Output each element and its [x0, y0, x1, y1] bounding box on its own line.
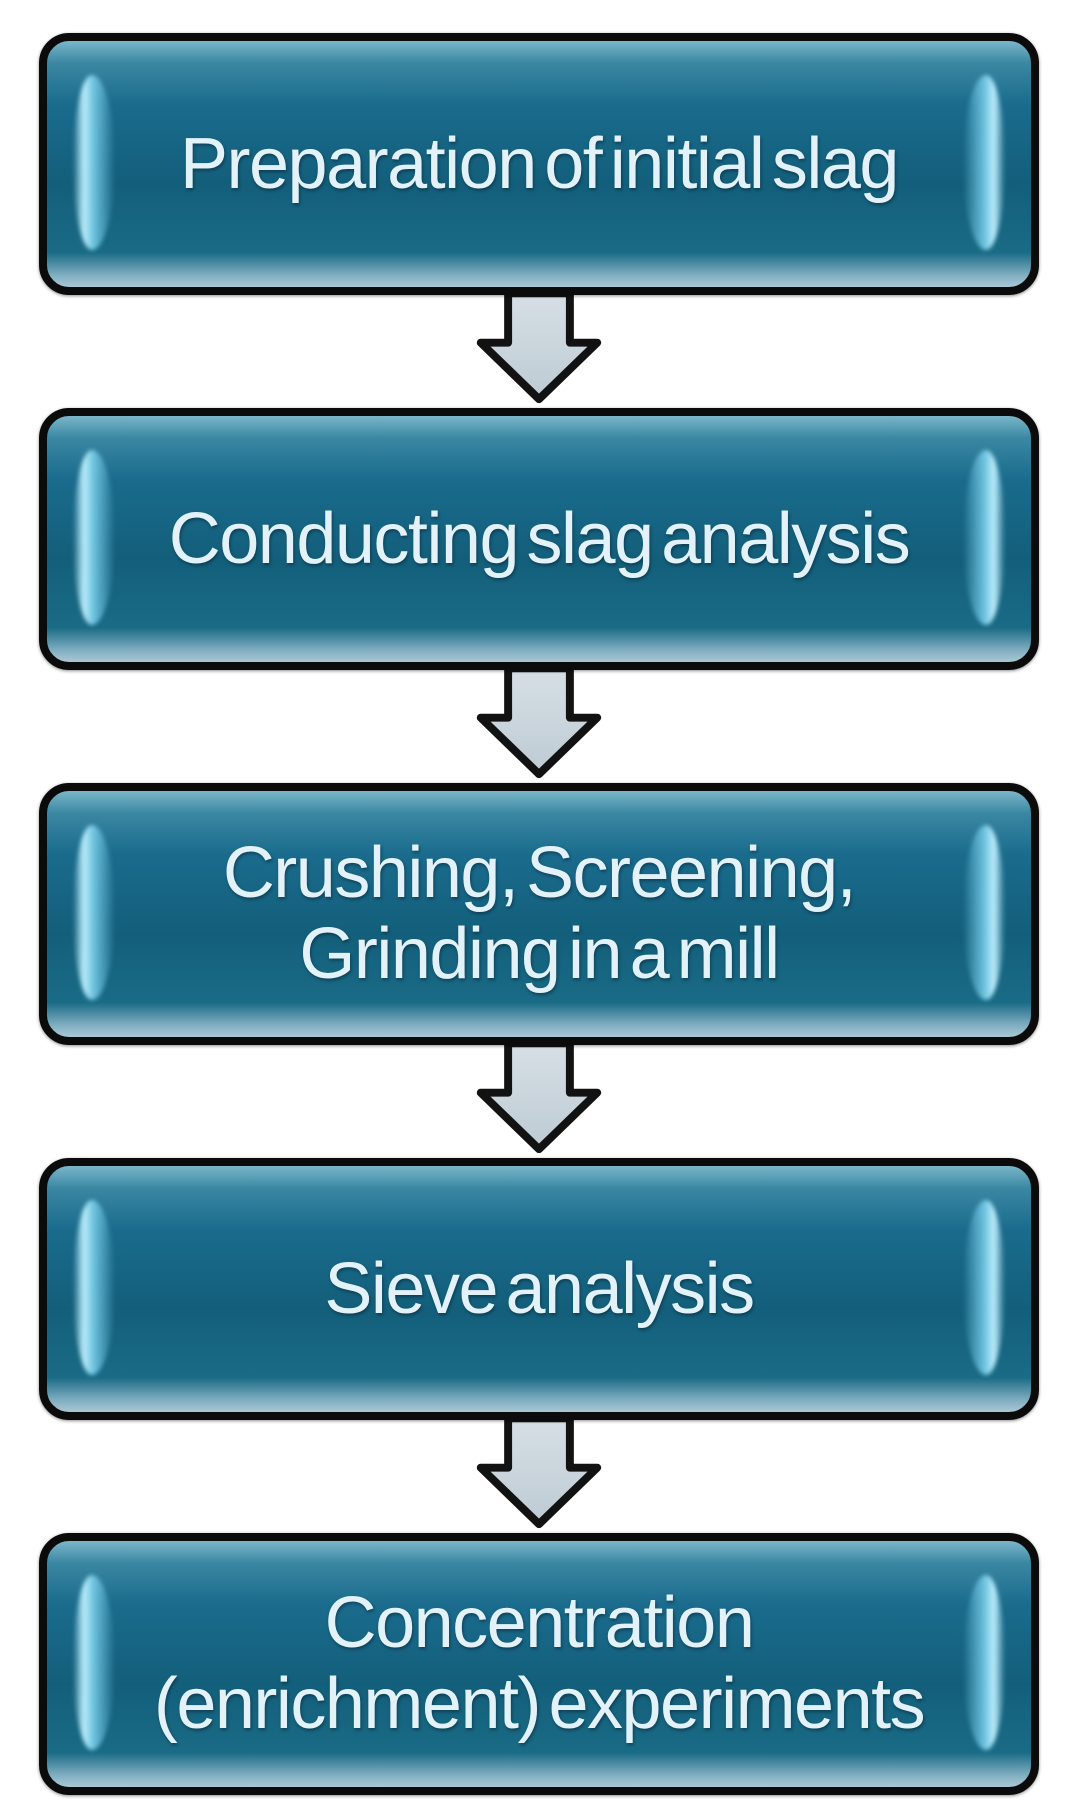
flow-step-label: Crushing, Screening, Grinding in a mill	[222, 833, 857, 994]
flow-step-label: Sieve analysis	[324, 1248, 755, 1329]
flow-step-concentration-experiments: Concentration (enrichment) experiments	[39, 1533, 1039, 1795]
down-arrow-icon	[476, 295, 602, 404]
flow-step-label: Conducting slag analysis	[168, 498, 911, 579]
flow-step-label: Preparation of initial slag	[180, 123, 899, 204]
down-arrow-icon	[476, 1420, 602, 1529]
flow-step-crushing-grinding: Crushing, Screening, Grinding in a mill	[39, 783, 1039, 1045]
flowchart-column: Preparation of initial slag Conducting s…	[39, 33, 1039, 1795]
down-arrow-icon	[476, 670, 602, 779]
flow-step-label: Concentration (enrichment) experiments	[153, 1583, 926, 1744]
flow-step-sieve-analysis: Sieve analysis	[39, 1158, 1039, 1420]
flow-step-preparation: Preparation of initial slag	[39, 33, 1039, 295]
flow-step-slag-analysis: Conducting slag analysis	[39, 408, 1039, 670]
down-arrow-icon	[476, 1045, 602, 1154]
